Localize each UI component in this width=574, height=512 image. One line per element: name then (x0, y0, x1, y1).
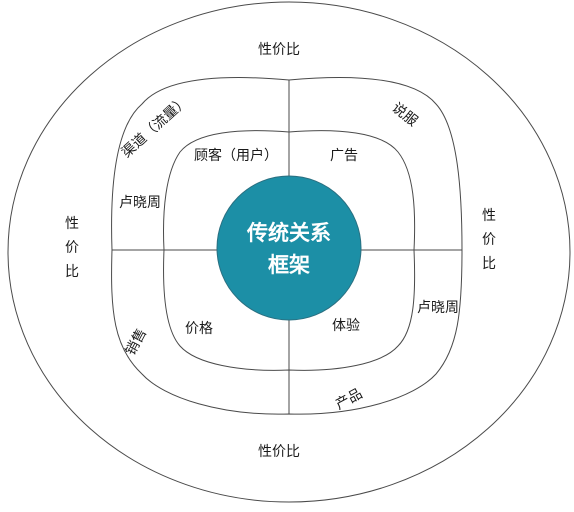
outer-circle (7, 1, 571, 503)
middle-right-bottom-label: 卢晓周 (417, 300, 459, 316)
center-title-line1: 传统关系 (246, 221, 331, 245)
outer-right-label-3: 比 (482, 256, 496, 272)
center-circle (216, 175, 362, 321)
inner-top-right-label: 广告 (330, 148, 358, 164)
middle-left-top-label: 卢晓周 (119, 195, 161, 211)
outer-left-label-3: 比 (65, 264, 79, 280)
center-title-line2: 框架 (268, 253, 310, 277)
outer-right-label-2: 价 (482, 232, 496, 248)
middle-top-right-label: 说服 (389, 100, 421, 130)
outer-bottom-label: 性价比 (258, 444, 300, 460)
outer-right-label-1: 性 (482, 208, 496, 224)
inner-bottom-left-label: 价格 (185, 321, 213, 337)
inner-bottom-right-label: 体验 (332, 318, 360, 334)
outer-left-label-2: 价 (65, 240, 79, 256)
middle-bottom-left-label: 销售 (123, 326, 150, 358)
outer-top-label: 性价比 (258, 42, 300, 58)
inner-top-left-label: 顾客（用户） (194, 147, 278, 164)
middle-bottom-right-label: 产品 (333, 386, 365, 413)
outer-left-label-1: 性 (65, 216, 79, 232)
